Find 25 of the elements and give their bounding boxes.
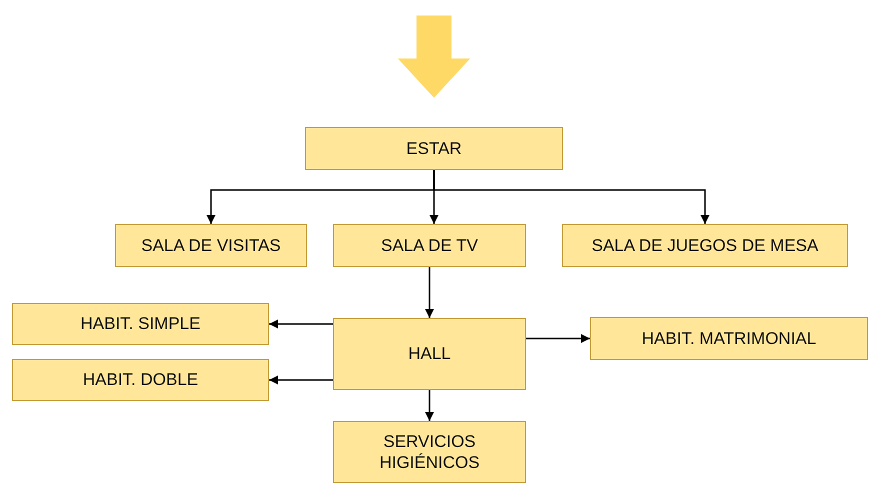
- block-arrow: [398, 16, 470, 98]
- arrow: [425, 390, 434, 421]
- box-label: SALA DE JUEGOS DE MESA: [592, 234, 818, 256]
- arrow: [433, 170, 710, 224]
- process-box: [12, 359, 269, 401]
- arrow: [526, 334, 590, 343]
- process-box: [590, 317, 868, 360]
- arrow: [425, 267, 434, 318]
- process-box: [333, 421, 526, 483]
- arrow: [269, 320, 333, 328]
- box-label: SERVICIOS HIGIÉNICOS: [378, 430, 481, 474]
- arrow: [269, 376, 333, 384]
- box-label: SALA DE VISITAS: [141, 234, 281, 256]
- process-box: [333, 224, 526, 267]
- process-box: [333, 318, 526, 390]
- box-label: HALL: [408, 343, 451, 365]
- process-box: [12, 303, 269, 345]
- process-box: [562, 224, 848, 267]
- box-label: SALA DE TV: [380, 234, 478, 256]
- box-label: HABIT. MATRIMONIAL: [642, 328, 816, 350]
- box-label: ESTAR: [406, 138, 462, 160]
- process-box: [115, 224, 307, 267]
- process-box: [305, 127, 563, 170]
- box-label: HABIT. DOBLE: [82, 369, 198, 391]
- box-label: HABIT. SIMPLE: [80, 313, 200, 335]
